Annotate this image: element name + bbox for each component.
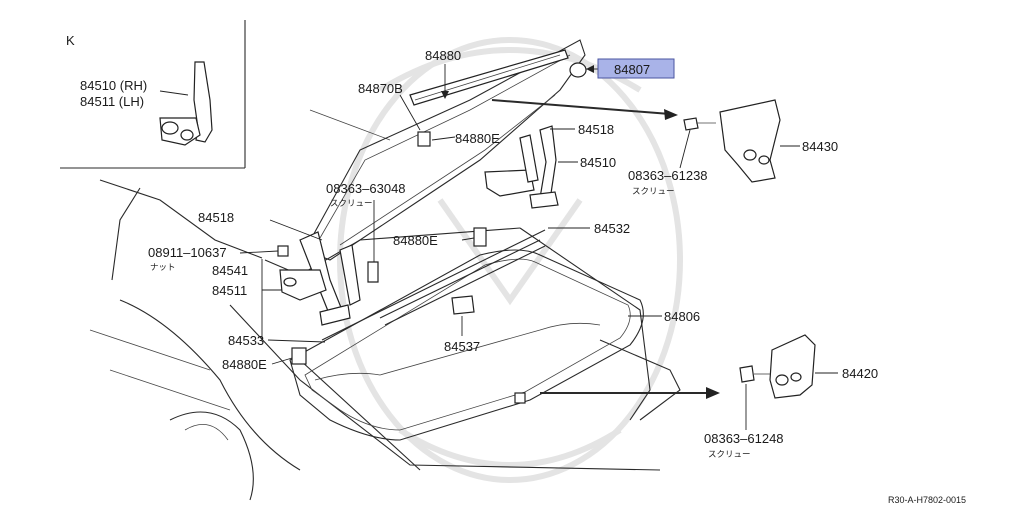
sub-screw-3: スクリュー (708, 450, 751, 460)
sub-screw-1: スクリュー (632, 187, 675, 197)
arrow-to-84430 (491, 99, 678, 120)
bumper-84880e-mid-part (473, 227, 487, 247)
label-84880e-low: 84880E (222, 357, 267, 372)
label-84533: 84533 (228, 333, 264, 348)
leader-lines (239, 64, 838, 430)
arrow-to-84420 (540, 387, 720, 399)
nut-08911-part (277, 245, 289, 257)
label-84430: 84430 (802, 139, 838, 154)
label-84806: 84806 (664, 309, 700, 324)
highlight-84807 (597, 58, 675, 79)
label-08363-61248: 08363–61248 (704, 431, 784, 446)
label-84807: 84807 (614, 62, 650, 77)
bracket-84420-part (739, 334, 816, 399)
label-84518-left: 84518 (198, 210, 234, 225)
right-hinge-assembly (484, 125, 559, 209)
label-84880: 84880 (425, 48, 461, 63)
screw-08363-63048-part (367, 261, 379, 283)
label-84880e-mid: 84880E (393, 233, 438, 248)
label-08911-10637: 08911–10637 (148, 245, 227, 260)
trunk-opening-weatherstrip (289, 249, 644, 441)
label-84870b: 84870B (358, 81, 403, 96)
label-08363-61238: 08363–61238 (628, 168, 708, 183)
sub-nut: ナット (150, 263, 176, 273)
label-08363-63048: 08363–63048 (326, 181, 406, 196)
label-84518-top: 84518 (578, 122, 614, 137)
left-hinge-assembly (279, 231, 361, 326)
label-84541: 84541 (212, 263, 248, 278)
sub-screw-2: スクリュー (330, 199, 373, 209)
label-84510: 84510 (580, 155, 616, 170)
hinge-84510-inset-part (159, 61, 213, 146)
label-84511: 84511 (212, 283, 247, 298)
bracket-84430-part (683, 99, 781, 183)
bumper-84880e-top-part (417, 131, 431, 147)
label-84532: 84532 (594, 221, 630, 236)
footer-ref-code: R30-A-H7802-0015 (888, 495, 966, 505)
striker-part (514, 392, 526, 404)
inset-k: K 84510 (RH) 84511 (LH) (60, 20, 246, 169)
label-84510-rh: 84510 (RH) (80, 78, 147, 93)
lock-84537-part (451, 295, 475, 315)
inset-letter: K (66, 33, 75, 48)
torsion-rods (321, 229, 546, 341)
label-84880e-top: 84880E (455, 131, 500, 146)
label-84511-lh: 84511 (LH) (80, 94, 144, 109)
trunk-lid (304, 39, 586, 261)
bumper-84880e-low-part (291, 347, 307, 365)
part-84807 (569, 62, 587, 78)
label-84420: 84420 (842, 366, 878, 381)
label-84537: 84537 (444, 339, 480, 354)
